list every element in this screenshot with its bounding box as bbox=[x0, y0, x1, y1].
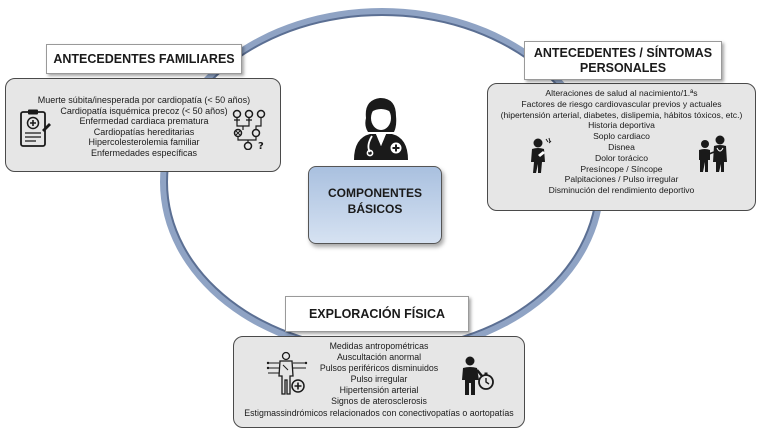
list-item: Disminución del rendimiento deportivo bbox=[548, 185, 695, 196]
familiares-list: Muerte súbita/inesperada por cardiopatía… bbox=[6, 95, 280, 159]
list-item: Alteraciones de salud al nacimiento/1.ªs bbox=[545, 88, 698, 98]
list-item: (hipertensión arterial, diabetes, dislip… bbox=[500, 109, 743, 120]
componentes-basicos-box: COMPONENTES BÁSICOS bbox=[308, 166, 442, 244]
list-item: Dolor torácico bbox=[594, 152, 648, 163]
chest-pain-person-icon bbox=[526, 136, 554, 174]
medical-clipboard-icon bbox=[18, 108, 52, 150]
center-line1: COMPONENTES bbox=[327, 186, 422, 200]
person-stopwatch-icon bbox=[458, 356, 496, 396]
list-item: Muerte súbita/inesperada por cardiopatía… bbox=[37, 95, 251, 105]
list-item: Estigmassindrómicos relacionados con con… bbox=[244, 407, 514, 418]
exploracion-title-text: EXPLORACIÓN FÍSICA bbox=[308, 307, 446, 321]
personales-title-line2: PERSONALES bbox=[579, 61, 667, 75]
doctor-patient-icon bbox=[696, 134, 730, 174]
personales-title-line1: ANTECEDENTES / SÍNTOMAS bbox=[533, 46, 713, 60]
list-item: Cardiopatías hereditarias bbox=[93, 126, 195, 137]
exploracion-title: EXPLORACIÓN FÍSICA bbox=[285, 296, 469, 332]
personales-list: Alteraciones de salud al nacimiento/1.ªs… bbox=[488, 88, 755, 196]
list-item: Historia deportiva bbox=[588, 120, 655, 131]
doctor-icon bbox=[350, 94, 412, 162]
personales-title: ANTECEDENTES / SÍNTOMAS PERSONALES bbox=[524, 41, 722, 80]
list-item: Pulsos periféricos disminuidos bbox=[319, 363, 439, 374]
list-item: Hipertensión arterial bbox=[339, 385, 419, 396]
svg-text:?: ? bbox=[258, 141, 264, 150]
list-item: Factores de riesgo cardiovascular previo… bbox=[521, 98, 722, 109]
list-item: Signos de aterosclerosis bbox=[331, 396, 427, 407]
list-item: Hipercolesterolemia familiar bbox=[88, 137, 200, 148]
body-examination-icon bbox=[266, 350, 310, 396]
list-item: Soplo cardiaco bbox=[593, 131, 650, 142]
list-item: Medidas antropométricas bbox=[329, 341, 429, 351]
center-line2: BÁSICOS bbox=[347, 202, 403, 216]
personales-panel: Alteraciones de salud al nacimiento/1.ªs… bbox=[487, 83, 756, 211]
family-tree-icon: ? bbox=[228, 108, 270, 150]
familiares-title: ANTECEDENTES FAMILIARES bbox=[46, 44, 242, 74]
list-item: Auscultación anormal bbox=[336, 352, 422, 363]
list-item: Enfermedad cardiaca prematura bbox=[79, 116, 209, 127]
list-item: Pulso irregular bbox=[350, 374, 408, 385]
list-item: Presíncope / Síncope bbox=[580, 163, 663, 174]
list-item: Cardiopatía isquémica precoz (< 50 años) bbox=[60, 105, 228, 116]
list-item: Enfermedades específicas bbox=[90, 147, 198, 158]
list-item: Palpitaciones / Pulso irregular bbox=[564, 174, 679, 185]
exploracion-list: Medidas antropométricas Auscultación ano… bbox=[234, 341, 524, 419]
familiares-title-text: ANTECEDENTES FAMILIARES bbox=[53, 52, 235, 66]
list-item: Disnea bbox=[608, 141, 635, 152]
